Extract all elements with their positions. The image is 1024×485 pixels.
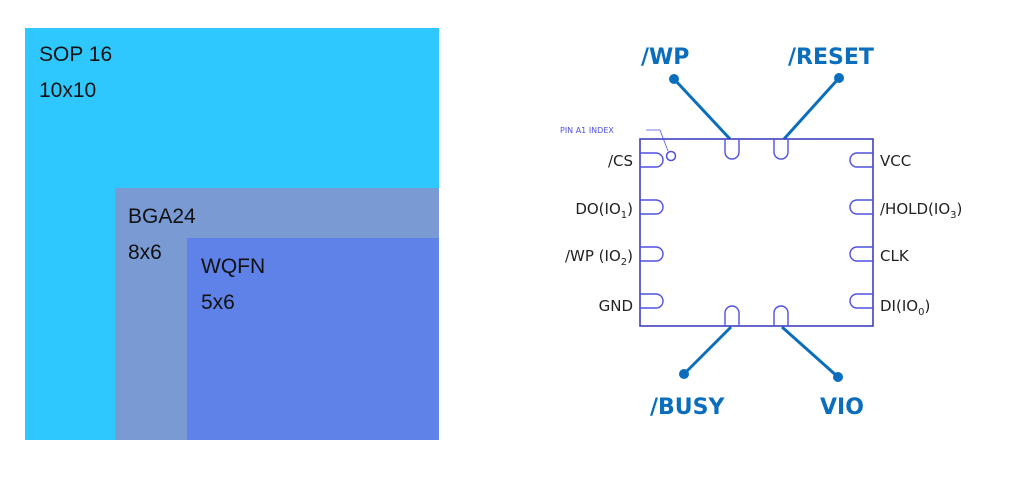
left-pad-1 [640,152,664,168]
package-bga24-size: 8x6 [128,241,162,264]
top-pad-1 [724,139,740,160]
signal-line-vio [781,325,839,379]
left-pad-4 [640,293,664,309]
left-pad-2 [640,199,664,215]
package-wqfn-name: WQFN [201,255,266,278]
signal-dot-busy [679,369,689,379]
top-pad-2 [773,139,789,160]
package-wqfn-size: 5x6 [201,291,235,314]
pin-a1-index-label: PIN A1 INDEX [560,126,614,135]
signal-dot-wp [669,74,679,84]
pin-label-vcc: VCC [880,152,911,170]
pin-label-cs: /CS [608,152,633,170]
package-sop16-size: 10x10 [39,79,97,102]
signal-dot-vio [833,372,843,382]
pin-label-clk: CLK [880,247,910,265]
package-bga24-name: BGA24 [128,205,196,228]
pin-a1-index-marker [665,150,677,162]
signal-line-busy [682,325,733,376]
signal-label-wp: /WP [641,45,689,70]
right-pad-2 [849,199,873,215]
package-wqfn: WQFN 5x6 [187,238,439,440]
pin-label-gnd: GND [599,297,633,315]
pin-label-hold-io3: /HOLD(IO3) [880,200,962,221]
bottom-pad-1 [724,305,740,326]
chip-body [639,138,874,327]
right-pad-3 [849,246,873,262]
right-pad-1 [849,152,873,168]
signal-lines [669,73,844,382]
pin-label-wp-io2: /WP (IO2) [565,247,633,268]
pin-a1-index-leader [646,129,669,152]
chip-pads [640,139,873,326]
left-pad-3 [640,246,664,262]
signal-label-vio: VIO [820,395,864,420]
package-sop16-name: SOP 16 [39,43,113,66]
signal-line-reset [782,76,841,141]
signal-label-reset: /RESET [788,45,874,70]
pin-label-do-io1: DO(IO1) [575,200,633,221]
pin-label-di-io0: DI(IO0) [880,297,930,318]
signal-label-busy: /BUSY [650,395,726,420]
signal-dot-reset [834,73,844,83]
right-pad-4 [849,293,873,309]
bottom-pad-2 [773,305,789,326]
signal-line-wp [672,77,732,141]
